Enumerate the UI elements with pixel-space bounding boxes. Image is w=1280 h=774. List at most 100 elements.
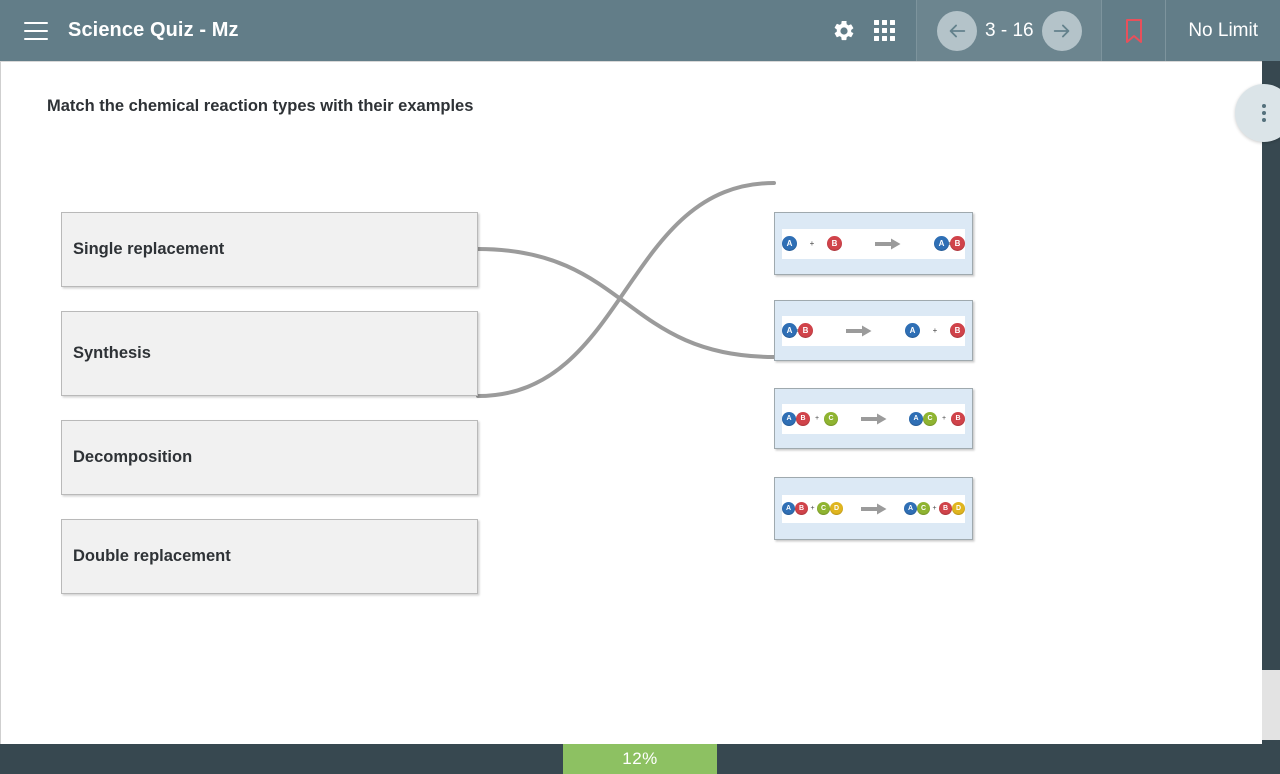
atom-a: A (782, 502, 795, 515)
app-header: Science Quiz - Mz 3 - 16 No Limit (0, 0, 1280, 61)
page-title: Science Quiz - Mz (68, 19, 239, 41)
bookmark-icon (1125, 18, 1142, 43)
more-vertical-icon-dot (1262, 104, 1266, 108)
equation-side: A + B (782, 236, 842, 251)
plus-symbol: + (932, 505, 937, 512)
atom-c: C (917, 502, 930, 515)
term-card-label: Decomposition (73, 448, 193, 466)
vertical-scrollbar-thumb[interactable] (1262, 670, 1280, 740)
grid-apps-icon (873, 20, 895, 41)
arrow-left-icon (949, 24, 966, 37)
term-card[interactable]: Double replacement (61, 519, 478, 594)
atom-a: A (782, 323, 797, 338)
apps-grid-button[interactable] (864, 0, 904, 61)
more-vertical-icon-dot (1262, 118, 1266, 122)
plus-symbol: + (814, 415, 820, 422)
page-navigation: 3 - 16 (916, 0, 1103, 61)
vertical-scrollbar-track[interactable] (1262, 61, 1280, 744)
plus-symbol: + (810, 505, 815, 512)
term-card[interactable]: Synthesis (61, 311, 478, 396)
more-vertical-icon-dot (1262, 111, 1266, 115)
reaction-arrow-icon (860, 412, 887, 426)
atom-b: B (795, 502, 808, 515)
reaction-arrow-icon (846, 324, 872, 338)
molecule: A (905, 323, 920, 338)
atom-b: B (827, 236, 842, 251)
molecule: B (951, 411, 965, 426)
atom-c: C (824, 411, 838, 426)
equation-side: A + B (905, 323, 965, 338)
atom-a: A (909, 411, 923, 426)
atom-c: C (923, 411, 937, 426)
term-card-label: Single replacement (73, 240, 225, 258)
hamburger-menu-icon[interactable] (24, 21, 48, 40)
atom-a: A (904, 502, 917, 515)
molecule: B (950, 323, 965, 338)
atom-c: C (817, 502, 830, 515)
arrow-right-icon (1053, 24, 1069, 37)
term-card[interactable]: Decomposition (61, 420, 478, 495)
next-page-button[interactable] (1041, 10, 1082, 51)
quiz-content-area: Match the chemical reaction types with t… (0, 61, 1262, 744)
previous-page-button[interactable] (937, 10, 978, 51)
more-options-button[interactable] (1235, 84, 1280, 142)
match-connector-line[interactable] (476, 181, 776, 398)
progress-percent-label: 12% (622, 749, 658, 768)
molecule: C (824, 411, 838, 426)
atom-b: B (796, 411, 810, 426)
atom-d: D (830, 502, 843, 515)
time-limit-label: No Limit (1188, 19, 1258, 41)
connection-lines-layer (476, 181, 776, 398)
term-card[interactable]: Single replacement (61, 212, 478, 287)
atom-b: B (950, 236, 965, 251)
term-card-label: Synthesis (73, 344, 151, 362)
reaction-arrow-icon (860, 502, 887, 516)
atom-b: B (798, 323, 813, 338)
gear-icon (834, 20, 854, 40)
page-counter: 3 - 16 (985, 19, 1034, 41)
plus-symbol: + (809, 239, 815, 248)
atom-b: B (951, 411, 965, 426)
atom-d: D (952, 502, 965, 515)
atom-bond (795, 329, 800, 332)
atom-b: B (939, 502, 952, 515)
progress-bar-fill: 12% (563, 744, 717, 774)
atom-a: A (782, 411, 796, 426)
atom-b: B (950, 323, 965, 338)
plus-symbol: + (932, 326, 938, 335)
atom-a: A (782, 236, 797, 251)
match-connector-line[interactable] (476, 247, 776, 359)
question-prompt: Match the chemical reaction types with t… (47, 97, 474, 115)
settings-button[interactable] (824, 0, 864, 61)
plus-symbol: + (941, 415, 947, 422)
atom-bond (947, 242, 952, 245)
atom-a: A (905, 323, 920, 338)
bookmark-button[interactable] (1102, 0, 1167, 61)
